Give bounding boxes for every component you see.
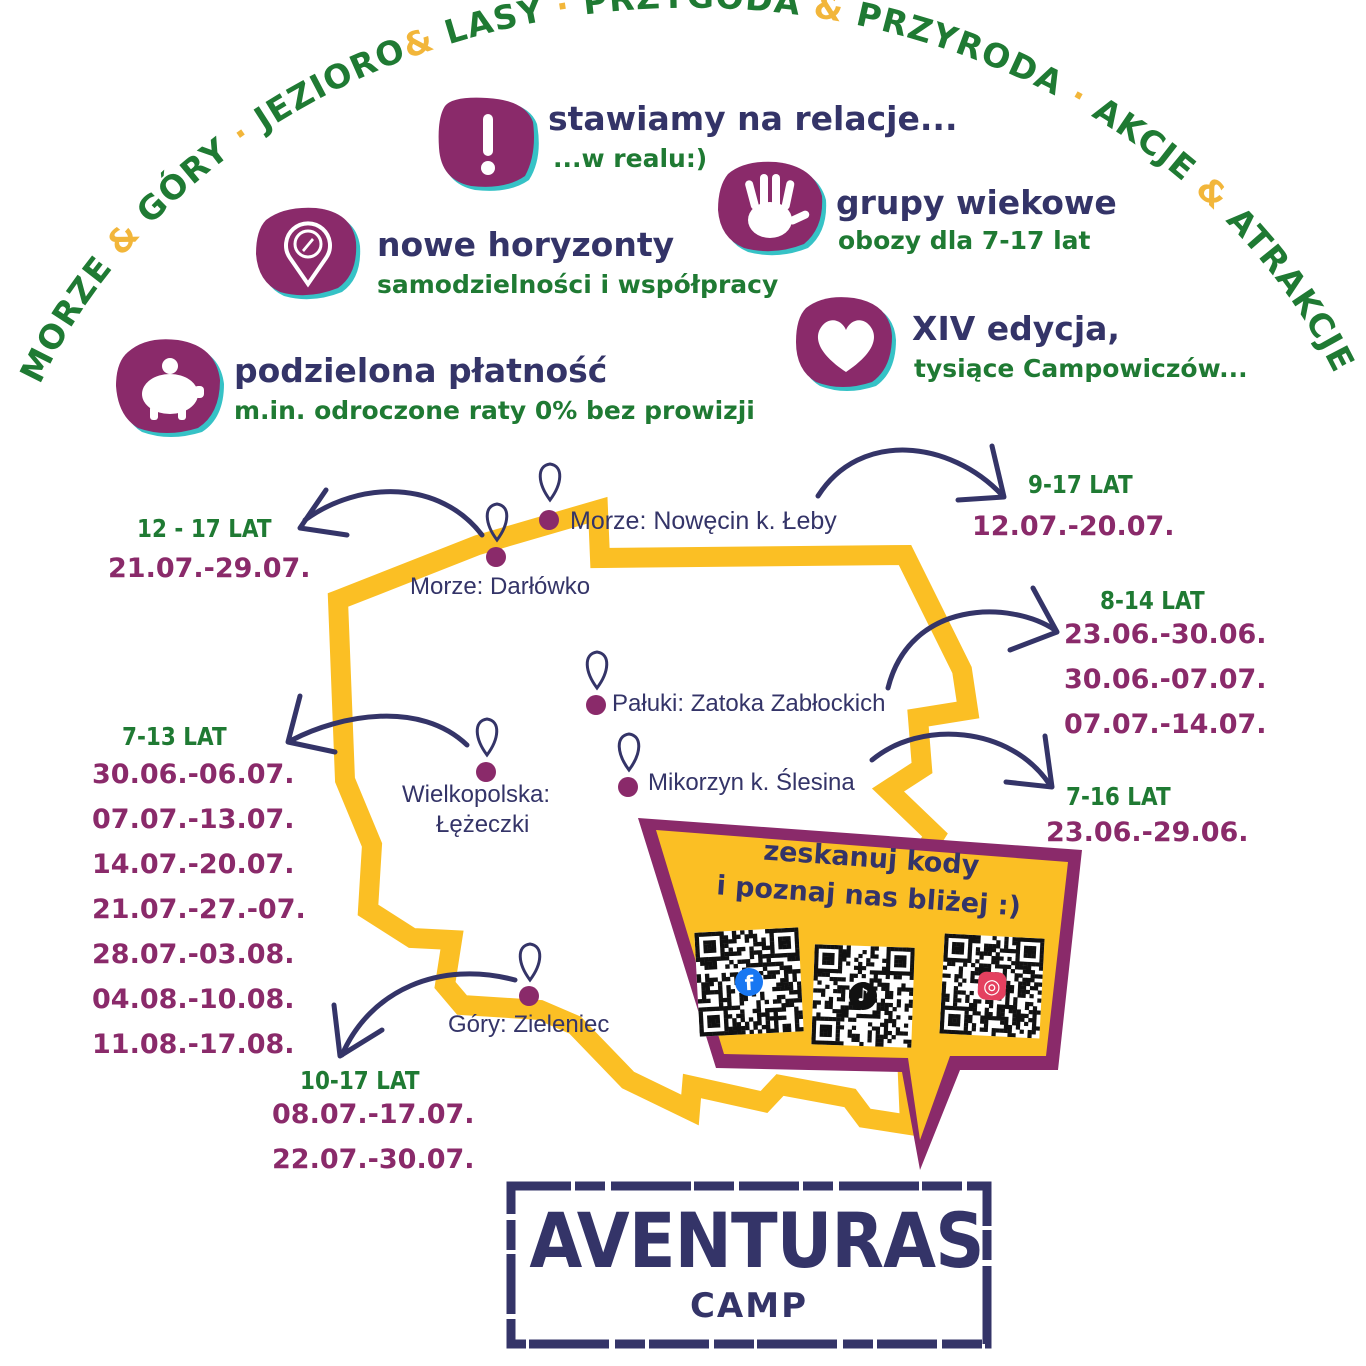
feature-subtitle: obozy dla 7-17 lat — [838, 226, 1091, 255]
feature-title: grupy wiekowe — [836, 183, 1117, 222]
feature-title: nowe horyzonty — [377, 225, 675, 264]
feature-title: stawiamy na relacje... — [548, 99, 958, 138]
arc-slogan-segment: PRZYGODA — [581, 0, 805, 23]
date-item: 07.07.-13.07. — [92, 804, 295, 835]
date-list: 30.06.-06.07. 07.07.-13.07. 14.07.-20.07… — [92, 752, 306, 1067]
age-group: 10-17 LAT — [300, 1066, 420, 1095]
map-pin-icon — [518, 942, 542, 983]
location-label: Morze: Nowęcin k. Łeby — [570, 507, 837, 535]
date-item: 12.07.-20.07. — [972, 511, 1175, 542]
piggy-bank-icon — [116, 338, 228, 442]
map-pin-icon — [617, 732, 641, 773]
map-pin-icon — [475, 717, 499, 758]
date-item: 21.07.-27.-07. — [92, 894, 306, 925]
poland-outline — [327, 496, 980, 1137]
instagram-icon: ◎ — [977, 971, 1007, 1001]
arc-slogan: MORZE & GÓRY · JEZIORO& LASY · PRZYGODA … — [12, 0, 1361, 389]
location-label: Góry: Zieleniec — [448, 1011, 610, 1038]
exclamation-icon — [437, 96, 543, 194]
date-item: 28.07.-03.08. — [92, 939, 295, 970]
date-item: 30.06.-07.07. — [1064, 664, 1267, 695]
date-item: 07.07.-14.07. — [1064, 709, 1267, 740]
date-list: 23.06.-30.06. 30.06.-07.07. 07.07.-14.07… — [1064, 612, 1267, 747]
qr-code-tiktok[interactable]: ♪ — [811, 944, 915, 1048]
date-list: 08.07.-17.07. 22.07.-30.07. — [272, 1092, 475, 1182]
feature-subtitle: tysiące Campowiczów... — [914, 354, 1248, 383]
date-item: 23.06.-29.06. — [1046, 817, 1249, 848]
location-label: Mikorzyn k. Ślesina — [648, 769, 855, 796]
qr-code-instagram[interactable]: ◎ — [939, 933, 1045, 1039]
date-item: 08.07.-17.07. — [272, 1099, 475, 1130]
date-list: 21.07.-29.07. — [108, 546, 311, 591]
age-group: 8-14 LAT — [1100, 586, 1205, 615]
feature-subtitle: samodzielności i współpracy — [377, 270, 779, 299]
logo-main: AVENTURAS — [529, 1196, 984, 1285]
feature-subtitle: m.in. odroczone raty 0% bez prowizji — [234, 396, 755, 425]
date-list: 23.06.-29.06. — [1046, 810, 1249, 855]
location-label: Łężeczki — [436, 811, 530, 838]
heart-icon — [796, 296, 900, 396]
map-pin-icon — [485, 502, 509, 543]
location-label: Wielkopolska: — [402, 781, 551, 808]
date-item: 04.08.-10.08. — [92, 984, 295, 1015]
date-item: 22.07.-30.07. — [272, 1144, 475, 1175]
age-group: 12 - 17 LAT — [137, 514, 272, 543]
aventuras-logo: AVENTURAS CAMP — [505, 1180, 993, 1350]
age-group: 9-17 LAT — [1028, 470, 1133, 499]
location-label: Pałuki: Zatoka Zabłockich — [612, 690, 886, 717]
age-group: 7-16 LAT — [1066, 782, 1171, 811]
feature-subtitle: ...w realu:) — [553, 144, 708, 173]
date-item: 11.08.-17.08. — [92, 1029, 295, 1060]
compass-pin-icon — [256, 206, 364, 302]
feature-title: podzielona płatność — [234, 351, 608, 390]
logo-sub: CAMP — [689, 1286, 809, 1326]
date-list: 12.07.-20.07. — [972, 504, 1175, 549]
qr-code-facebook[interactable]: f — [694, 927, 804, 1037]
hand-icon — [718, 160, 830, 258]
age-group: 7-13 LAT — [122, 722, 227, 751]
location-label: Morze: Darłówko — [410, 573, 591, 600]
date-item: 14.07.-20.07. — [92, 849, 295, 880]
date-item: 21.07.-29.07. — [108, 553, 311, 584]
map-pin-icon — [585, 650, 609, 691]
feature-title: XIV edycja, — [912, 309, 1120, 348]
map-pin-icon — [538, 462, 562, 503]
date-item: 30.06.-06.07. — [92, 759, 295, 790]
date-item: 23.06.-30.06. — [1064, 619, 1267, 650]
